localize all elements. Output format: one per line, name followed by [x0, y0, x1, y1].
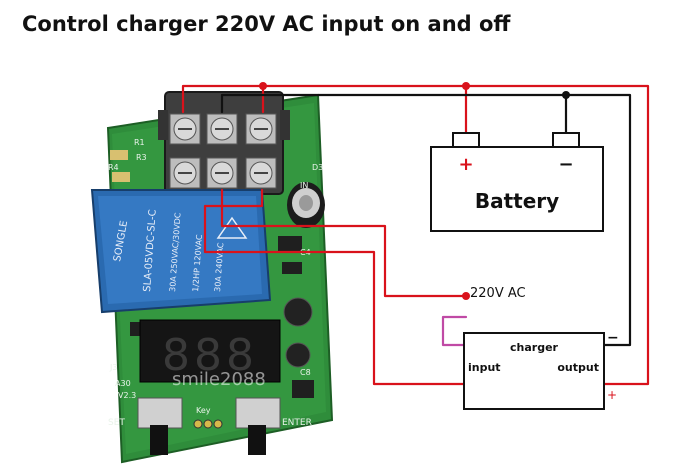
- purple-wire-ac: [441, 315, 468, 347]
- enter-button[interactable]: [235, 397, 281, 455]
- key-header-pins: [193, 419, 223, 429]
- capacitor-icon: [287, 182, 325, 228]
- relay-spec-3: 30A 240VAC: [213, 242, 225, 292]
- silk-label: R1: [134, 138, 145, 147]
- ic-chip: [278, 236, 302, 252]
- battery-label: Battery: [475, 189, 559, 213]
- junction-dot: [462, 292, 470, 300]
- charger-plus-sign: +: [607, 388, 617, 402]
- charger-output-label: output: [557, 361, 599, 374]
- silk-label: V2.3: [118, 391, 136, 400]
- junction-dot: [259, 82, 267, 90]
- component: [292, 380, 314, 398]
- battery-body: [430, 146, 604, 232]
- silk-label: R3: [136, 153, 147, 162]
- set-button[interactable]: [137, 397, 183, 455]
- inductor-icon: [285, 342, 311, 368]
- battery-terminal-plus: [452, 132, 480, 148]
- battery: + − Battery: [430, 132, 604, 232]
- terminal-screws-bottom: [169, 157, 277, 189]
- junction-dot: [562, 91, 570, 99]
- charger-input-label: input: [468, 361, 501, 374]
- junction-dot: [462, 82, 470, 90]
- ac-label: 220V AC: [470, 286, 526, 301]
- terminal-block-ear: [158, 110, 168, 140]
- watermark-text: smile2088: [172, 369, 266, 390]
- charger-label: charger: [510, 341, 559, 354]
- red-wire-ac: [220, 188, 468, 298]
- silk-label: C8: [300, 368, 311, 377]
- relay-warning-icon: [216, 216, 248, 239]
- relay-module-board: SONGLE SLA-05VDC-SL-C 30A 250VAC/30VDC 1…: [90, 91, 334, 464]
- resistor: [110, 150, 128, 160]
- seven-segment-display: [139, 319, 281, 383]
- key-label: Key: [196, 406, 211, 415]
- silk-label: J3: [109, 363, 117, 372]
- wires: [181, 82, 650, 386]
- charger: charger input output − +: [463, 330, 619, 410]
- transistor: [282, 262, 302, 274]
- resistor: [112, 172, 130, 182]
- silk-label: R4: [108, 163, 119, 172]
- battery-plus-sign: +: [458, 154, 473, 175]
- red-wire-charger-input: [203, 188, 466, 386]
- relay-spec-2: 1/2HP 120VAC: [191, 234, 204, 292]
- display-digits: 888: [162, 330, 258, 381]
- silk-label: IN: [300, 181, 308, 190]
- battery-terminal-minus: [552, 132, 580, 148]
- black-wire-bus: [220, 93, 632, 347]
- inductor-icon: [283, 297, 313, 327]
- terminal-block-ear: [280, 110, 290, 140]
- battery-minus-sign: −: [558, 154, 573, 175]
- charger-minus-sign: −: [607, 330, 619, 346]
- enter-button-label: ENTER: [282, 418, 312, 428]
- terminal-screws-top: [169, 113, 277, 145]
- silk-label: A30: [115, 379, 131, 388]
- red-wire-top: [181, 84, 650, 386]
- set-button-label: SET: [108, 418, 125, 428]
- charger-box: [463, 332, 605, 410]
- diagram-title: Control charger 220V AC input on and off: [22, 12, 511, 36]
- silk-label: D3: [312, 163, 323, 172]
